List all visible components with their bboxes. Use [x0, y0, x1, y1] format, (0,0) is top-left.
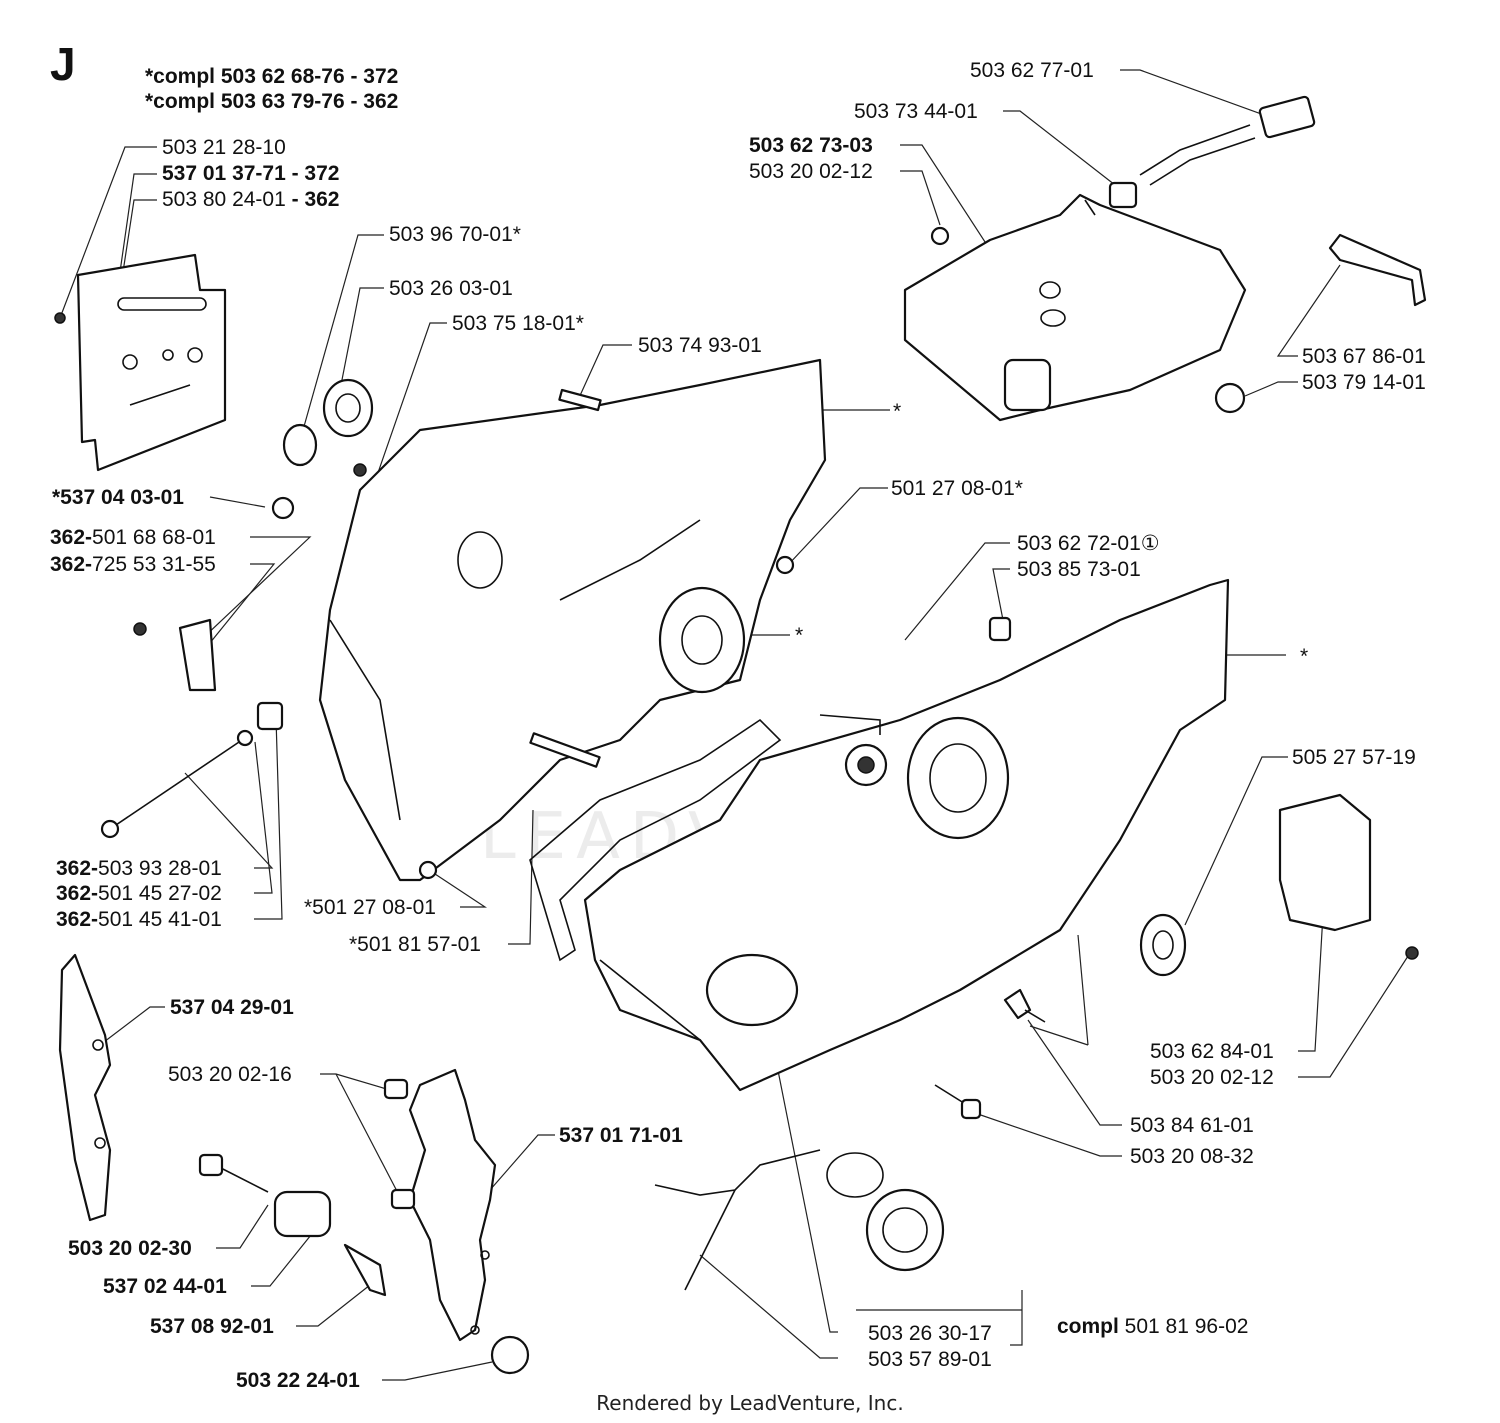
- part-label-503-85-73-01: 503 85 73-01: [1017, 558, 1141, 581]
- screws-lower: [934, 988, 1046, 1120]
- part-label-503-21-28-10: 503 21 28-10: [162, 136, 286, 159]
- part-label-501-45-41-01: 362-501 45 41-01: [56, 908, 222, 931]
- part-label-537-04-03-01: *537 04 03-01: [52, 486, 184, 509]
- part-label-501-81-57-01: *501 81 57-01: [349, 933, 481, 956]
- asterisk-mark-3: *: [795, 624, 804, 647]
- part-label-compl-501-81-96-02: compl 501 81 96-02: [1057, 1315, 1249, 1338]
- top-cover: [903, 193, 1247, 422]
- crankcase-left: [318, 358, 827, 882]
- footer-credit: Rendered by LeadVenture, Inc.: [596, 1391, 904, 1415]
- part-label-537-02-44-01: 537 02 44-01: [103, 1275, 227, 1298]
- part-label-503-20-02-30: 503 20 02-30: [68, 1237, 192, 1260]
- part-label-725-53-31-55: 362-725 53 31-55: [50, 553, 216, 576]
- part-label-501-68-68-01: 362-501 68 68-01: [50, 526, 216, 549]
- part-label-503-20-02-16: 503 20 02-16: [168, 1063, 292, 1086]
- part-label-503-74-93-01: 503 74 93-01: [638, 334, 762, 357]
- part-label-501-27-08-01-lower: *501 27 08-01: [304, 896, 436, 919]
- part-label-503-84-61-01: 503 84 61-01: [1130, 1114, 1254, 1137]
- header-compl-372: *compl 503 62 68-76 - 372: [145, 65, 399, 88]
- starter-bearing-right: [1139, 913, 1187, 977]
- part-label-503-20-02-12-right: 503 20 02-12: [1150, 1066, 1274, 1089]
- chain-tensioner: [100, 618, 284, 839]
- part-label-503-26-30-17: 503 26 30-17: [868, 1322, 992, 1345]
- section-letter: J: [50, 38, 76, 90]
- part-label-537-08-92-01: 537 08 92-01: [150, 1315, 274, 1338]
- tank-cap: [654, 1149, 945, 1291]
- asterisk-mark-2: *: [1300, 645, 1309, 668]
- header-compl-362: *compl 503 63 79-76 - 362: [145, 90, 399, 113]
- part-label-503-96-70-01: 503 96 70-01*: [389, 223, 521, 246]
- guide-plate-lower: [58, 953, 112, 1222]
- part-label-503-67-86-01: 503 67 86-01: [1302, 345, 1426, 368]
- part-label-503-62-84-01: 503 62 84-01: [1150, 1040, 1274, 1063]
- part-label-503-93-28-01: 362-503 93 28-01: [56, 857, 222, 880]
- part-label-503-73-44-01: 503 73 44-01: [854, 100, 978, 123]
- part-label-537-01-37-71: 537 01 37-71 - 372: [162, 162, 340, 185]
- part-label-503-22-24-01: 503 22 24-01: [236, 1369, 360, 1392]
- bearing-upper: [271, 378, 374, 520]
- leader-lines: [59, 69, 1411, 1381]
- chain-guide-plate: [54, 253, 227, 472]
- part-label-501-27-08-01-star: 501 27 08-01*: [891, 477, 1023, 500]
- rear-cover-right: [1278, 793, 1419, 960]
- part-label-503-20-02-12-top: 503 20 02-12: [749, 160, 873, 183]
- bumper-spike: [408, 1068, 497, 1342]
- gasket: [529, 718, 782, 962]
- part-label-501-45-27-02: 362-501 45 27-02: [56, 882, 222, 905]
- part-label-503-80-24-01: 503 80 24-01 - 362: [162, 188, 340, 211]
- crankcase-right: [583, 578, 1230, 1092]
- part-label-503-75-18-01: 503 75 18-01*: [452, 312, 584, 335]
- part-label-537-01-71-01: 537 01 71-01: [559, 1124, 683, 1147]
- part-label-503-79-14-01: 503 79 14-01: [1302, 371, 1426, 394]
- switch-assembly: [1108, 95, 1427, 414]
- part-label-503-57-89-01: 503 57 89-01: [868, 1348, 992, 1371]
- part-label-503-62-77-01: 503 62 77-01: [970, 59, 1094, 82]
- part-label-503-62-72-01: 503 62 72-01①: [1017, 532, 1160, 555]
- part-label-537-04-29-01: 537 04 29-01: [170, 996, 294, 1019]
- part-label-503-26-03-01: 503 26 03-01: [389, 277, 513, 300]
- asterisk-mark-1: *: [893, 400, 902, 423]
- part-label-503-20-08-32: 503 20 08-32: [1130, 1145, 1254, 1168]
- bumper-hardware: [198, 1078, 530, 1375]
- part-label-505-27-57-19: 505 27 57-19: [1292, 746, 1416, 769]
- part-label-503-62-73-03: 503 62 73-03: [749, 134, 873, 157]
